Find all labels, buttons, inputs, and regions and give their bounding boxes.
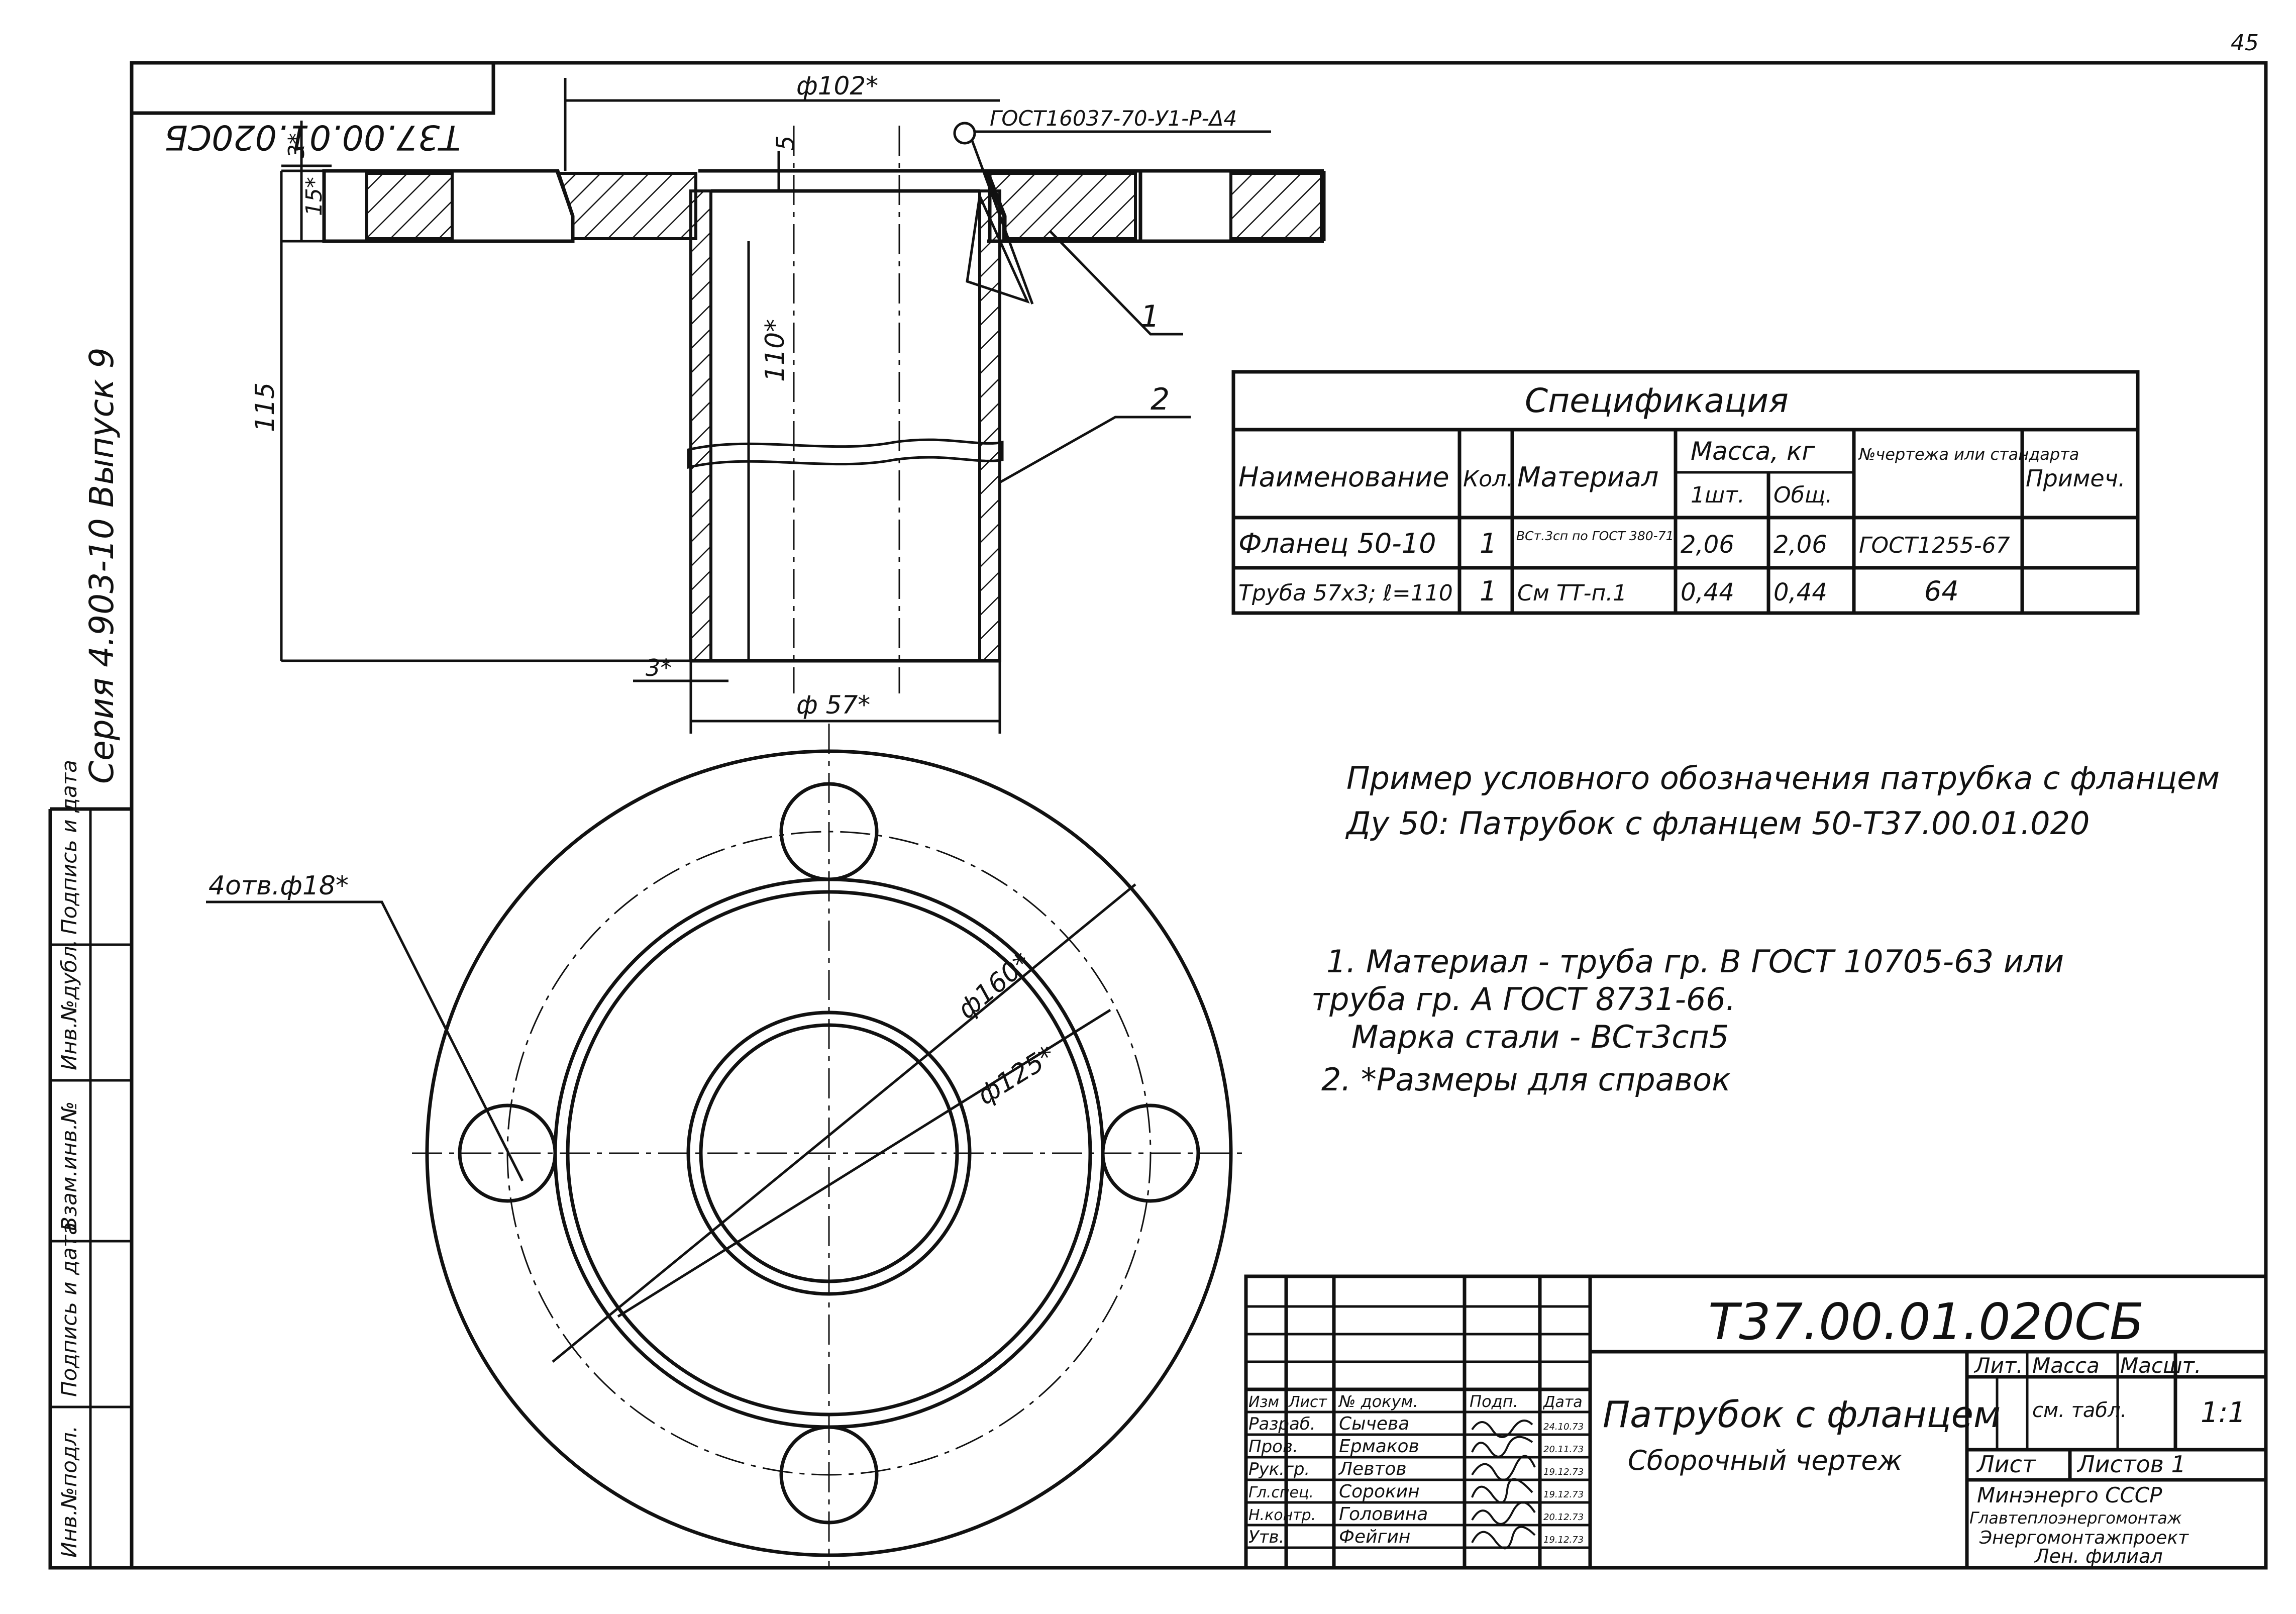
example-line-1: Пример условного обозначения патрубка с … bbox=[1346, 760, 2220, 796]
page-number: 45 bbox=[2231, 30, 2259, 56]
dim-h110: 110* bbox=[760, 319, 790, 382]
spec-row2-total: 0,44 bbox=[1773, 578, 1827, 607]
spec-row1-total: 2,06 bbox=[1773, 531, 1827, 559]
spec-row1-one: 2,06 bbox=[1681, 531, 1734, 559]
dim-h5: 5 bbox=[772, 135, 800, 151]
col-header-doc: № докум. bbox=[1338, 1392, 1418, 1411]
note-1c: Марка стали - ВСт3сп5 bbox=[1351, 1019, 1729, 1055]
title-scale: Масшт. bbox=[2120, 1353, 2201, 1378]
dim-d102: ф102* bbox=[796, 71, 878, 100]
mirror-code-box bbox=[130, 61, 495, 115]
title-block bbox=[1244, 1274, 2268, 1570]
holes-label: 4отв.ф18* bbox=[208, 871, 349, 901]
date-nkontr: 20.12.73 bbox=[1543, 1512, 1584, 1523]
col-header-list: Лист bbox=[1288, 1393, 1328, 1411]
title-mass-value: см. табл. bbox=[2032, 1399, 2127, 1422]
leader-2-label: 2 bbox=[1151, 382, 1170, 417]
spec-row2-material: См ТТ-п.1 bbox=[1517, 580, 1627, 606]
dim-wall3: 3* bbox=[646, 654, 672, 681]
leader-1-label: 1 bbox=[1140, 299, 1160, 334]
note-1a: 1. Материал - труба гр. В ГОСТ 10705-63 … bbox=[1326, 943, 2064, 980]
note-2: 2. *Размеры для справок bbox=[1321, 1061, 1731, 1098]
name-utv: Фейгин bbox=[1339, 1527, 1410, 1547]
plan-view bbox=[206, 724, 1246, 1568]
margin-label-vzam-inv: Взам.инв.№ bbox=[57, 1101, 81, 1231]
name-prov: Ермаков bbox=[1339, 1436, 1419, 1457]
spec-row1-material: ВСт.3сп по ГОСТ 380-71 bbox=[1516, 529, 1674, 543]
title-sheet: Лист bbox=[1976, 1451, 2036, 1478]
dim-h15: 15* bbox=[301, 177, 327, 216]
margin-label-inv-dubl: Инв.№дубл. bbox=[57, 939, 81, 1070]
date-glspec: 19.12.73 bbox=[1543, 1489, 1584, 1500]
note-1b: труба гр. А ГОСТ 8731-66. bbox=[1311, 981, 1736, 1018]
title-org-1: Минэнерго СССР bbox=[1977, 1483, 2162, 1507]
dim-d57: ф 57* bbox=[796, 690, 870, 720]
signature-marks bbox=[1471, 1420, 1536, 1550]
spec-row1-qty: 1 bbox=[1480, 528, 1497, 559]
title-lit: Лит. bbox=[1973, 1353, 2023, 1378]
date-utv: 19.12.73 bbox=[1543, 1535, 1584, 1545]
dim-h115: 115 bbox=[250, 382, 280, 432]
role-nkontr: Н.контр. bbox=[1248, 1506, 1316, 1524]
title-org-4: Лен. филиал bbox=[2034, 1545, 2163, 1567]
margin-label-sign-date-1: Подпись и дата bbox=[57, 1222, 81, 1397]
spec-header-mass: Масса, кг bbox=[1691, 437, 1815, 466]
title-sheets: Листов 1 bbox=[2076, 1451, 2186, 1478]
date-razrab: 24.10.73 bbox=[1543, 1422, 1584, 1432]
title-org-3: Энергомонтажпроект bbox=[1979, 1528, 2189, 1548]
spec-row1-name: Фланец 50-10 bbox=[1238, 528, 1436, 559]
col-header-date: Дата bbox=[1542, 1393, 1583, 1411]
spec-header-material: Материал bbox=[1517, 461, 1658, 493]
date-prov: 20.11.73 bbox=[1543, 1444, 1584, 1455]
spec-table bbox=[1231, 370, 2140, 615]
name-rukgr: Левтов bbox=[1338, 1459, 1407, 1479]
spec-title: Спецификация bbox=[1525, 381, 1789, 420]
name-glspec: Сорокин bbox=[1339, 1481, 1420, 1502]
spec-header-name: Наименование bbox=[1238, 461, 1449, 493]
role-prov: Пров. bbox=[1248, 1437, 1298, 1457]
spec-row2-name: Труба 57х3; ℓ=110 bbox=[1238, 580, 1453, 606]
title-code: Т37.00.01.020СБ bbox=[1708, 1292, 2144, 1351]
title-doc-type: Сборочный чертеж bbox=[1628, 1445, 1903, 1476]
margin-label-inv-podl: Инв.№подл. bbox=[57, 1426, 81, 1558]
col-header-izm: Изм bbox=[1248, 1393, 1279, 1411]
mirror-code: Т37.00.01.020СБ bbox=[164, 117, 461, 157]
col-header-sign: Подп. bbox=[1470, 1392, 1518, 1411]
dim-d160: ф160* bbox=[952, 947, 1037, 1025]
dim-d125: ф125* bbox=[972, 1040, 1061, 1111]
role-glspec: Гл.спец. bbox=[1248, 1484, 1314, 1501]
role-razrab: Разраб. bbox=[1248, 1414, 1316, 1434]
spec-header-mass-one: 1шт. bbox=[1691, 482, 1745, 508]
spec-header-note: Примеч. bbox=[2026, 465, 2126, 492]
spec-row1-doc: ГОСТ1255-67 bbox=[1859, 533, 2010, 558]
name-razrab: Сычева bbox=[1339, 1414, 1409, 1434]
role-rukgr: Рук.гр. bbox=[1248, 1459, 1310, 1479]
series-label: Серия 4.903-10 Выпуск 9 bbox=[82, 347, 121, 784]
weld-symbol: ГОСТ16037-70-У1-Р-Δ4 bbox=[990, 106, 1237, 131]
role-utv: Утв. bbox=[1248, 1527, 1284, 1547]
example-line-2: Ду 50: Патрубок с фланцем 50-Т37.00.01.0… bbox=[1345, 805, 2090, 842]
title-org-2: Главтеплоэнергомонтаж bbox=[1969, 1508, 2182, 1528]
date-rukgr: 19.12.73 bbox=[1543, 1467, 1584, 1477]
dim-h3: 3* bbox=[284, 133, 309, 158]
title-scale-value: 1:1 bbox=[2201, 1396, 2246, 1429]
spec-row2-doc: 64 bbox=[1924, 575, 1959, 607]
margin-label-sign-date-2: Подпись и дата bbox=[57, 760, 81, 935]
spec-header-doc: №чертежа или стандарта bbox=[1858, 445, 2079, 464]
section-view bbox=[280, 78, 1326, 734]
title-mass: Масса bbox=[2032, 1353, 2100, 1378]
margin-dividers bbox=[50, 809, 132, 1568]
spec-row2-one: 0,44 bbox=[1681, 578, 1734, 607]
spec-header-mass-total: Общ. bbox=[1773, 482, 1832, 508]
title-name: Патрубок с фланцем bbox=[1603, 1393, 2001, 1436]
spec-header-qty: Кол. bbox=[1463, 466, 1513, 492]
name-nkontr: Головина bbox=[1339, 1504, 1428, 1525]
spec-row2-qty: 1 bbox=[1480, 575, 1497, 607]
